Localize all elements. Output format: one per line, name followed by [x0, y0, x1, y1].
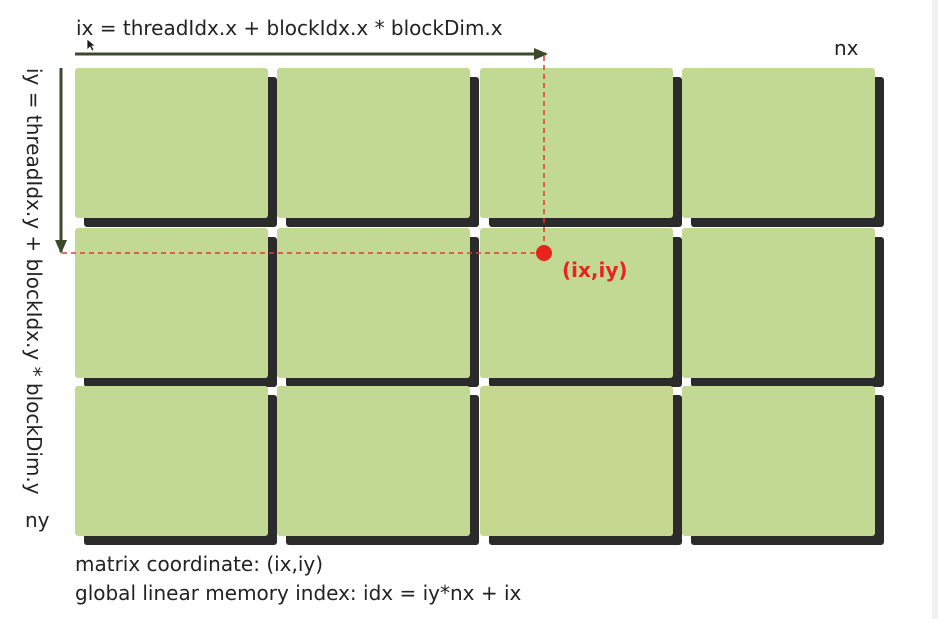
window-edge: [932, 0, 938, 619]
thread-block: [277, 228, 470, 378]
block-grid: [75, 68, 884, 545]
matrix-coordinate-caption: matrix coordinate: (ix,iy): [75, 552, 324, 576]
thread-block: [75, 68, 268, 218]
linear-index-caption: global linear memory index: idx = iy*nx …: [75, 581, 522, 605]
thread-block: [480, 228, 673, 378]
thread-block: [75, 228, 268, 378]
point-label: (ix,iy): [562, 258, 628, 282]
thread-block: [682, 228, 875, 378]
nx-label: nx: [834, 36, 859, 60]
thread-block: [480, 386, 673, 536]
cursor-arrow-icon: [86, 38, 96, 52]
ny-label: ny: [25, 508, 50, 532]
thread-block: [480, 68, 673, 218]
thread-block: [277, 68, 470, 218]
thread-block: [682, 68, 875, 218]
thread-block: [75, 386, 268, 536]
thread-block: [277, 386, 470, 536]
thread-block: [682, 386, 875, 536]
ix-formula-label: ix = threadIdx.x + blockIdx.x * blockDim…: [76, 16, 503, 40]
iy-formula-label: iy = threadIdx.y + blockIdx.y * blockDim…: [22, 68, 46, 495]
ix-iy-point-marker: [536, 245, 552, 261]
